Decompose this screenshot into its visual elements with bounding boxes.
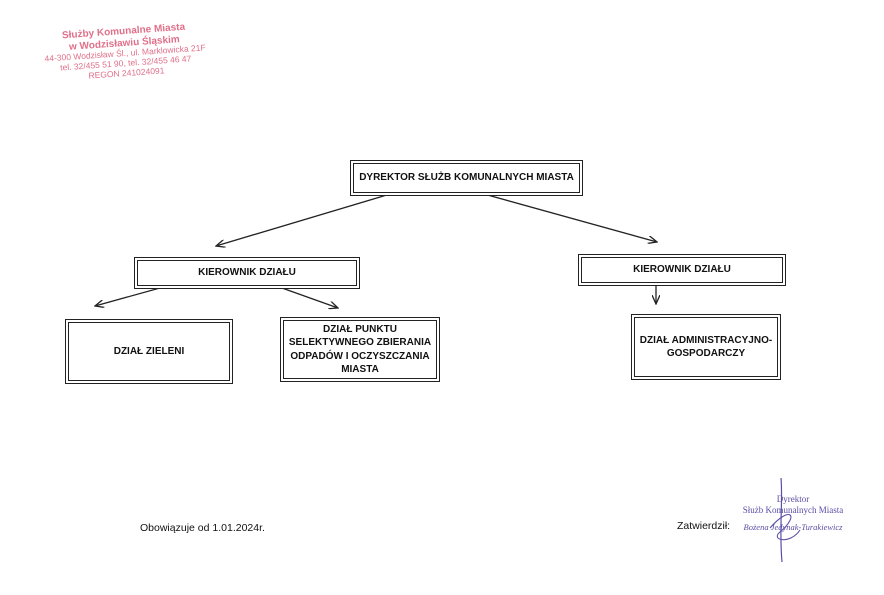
arrow-head-left-to-green — [95, 282, 179, 306]
sig-role-line-1: Dyrektor — [776, 494, 810, 504]
director-label: DYREKTOR SŁUŻB KOMUNALNYCH MIASTA — [359, 172, 574, 184]
head-right-box: KIEROWNIK DZIAŁU — [581, 257, 783, 283]
director-box: DYREKTOR SŁUŻB KOMUNALNYCH MIASTA — [353, 163, 580, 193]
head-left-label: KIEROWNIK DZIAŁU — [198, 267, 296, 279]
arrow-director-to-head-right — [483, 193, 657, 242]
arrow-head-left-to-pszok — [267, 282, 338, 308]
sig-name: Bożena Jedynak-Turakiewicz — [743, 521, 843, 532]
head-left-box: KIEROWNIK DZIAŁU — [137, 260, 357, 286]
effective-date: Obowiązuje od 1.01.2024r. — [140, 522, 265, 534]
arrow-director-to-head-left — [216, 193, 391, 246]
dept-admin-box: DZIAŁ ADMINISTRACYJNO-GOSPODARCZY — [634, 317, 778, 377]
dept-pszok-box: DZIAŁ PUNKTU SELEKTYWNEGO ZBIERANIA ODPA… — [283, 320, 437, 379]
dept-pszok-label: DZIAŁ PUNKTU SELEKTYWNEGO ZBIERANIA ODPA… — [288, 323, 432, 376]
head-right-label: KIEROWNIK DZIAŁU — [633, 264, 731, 276]
dept-green-label: DZIAŁ ZIELENI — [113, 345, 185, 357]
sig-role-line-2: Służb Komunalnych Miasta — [742, 504, 844, 515]
dept-admin-label: DZIAŁ ADMINISTRACYJNO-GOSPODARCZY — [639, 334, 773, 360]
dept-green-box: DZIAŁ ZIELENI — [68, 322, 230, 381]
director-signature-stamp: Dyrektor Służb Komunalnych Miasta Bożena… — [728, 494, 858, 532]
approved-label: Zatwierdził: — [677, 520, 731, 532]
